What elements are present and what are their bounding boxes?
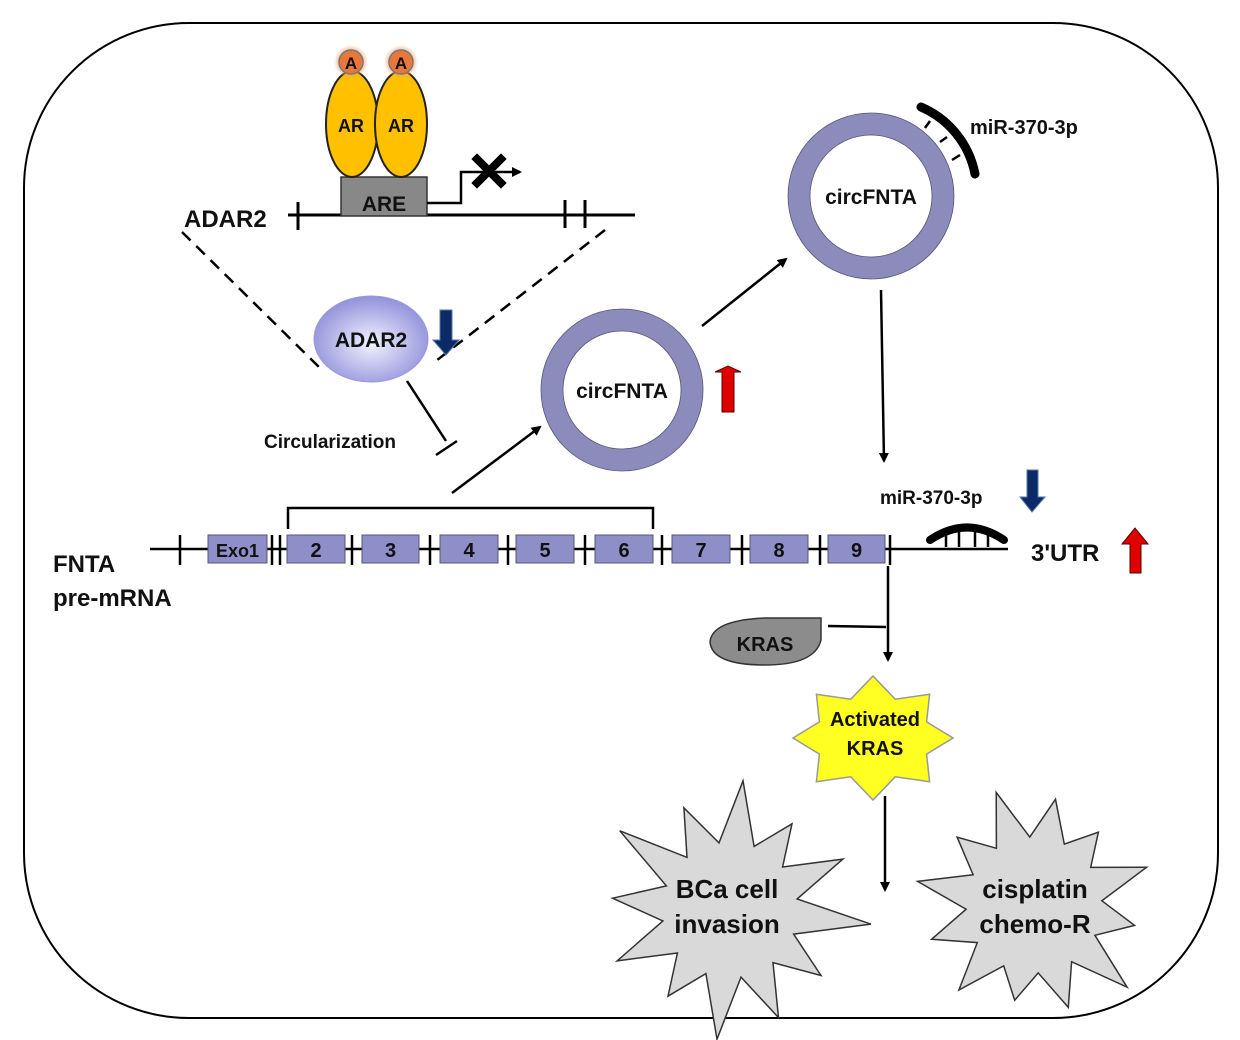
kras-label: KRAS (737, 634, 794, 656)
mir-sponge-label: miR-370-3p (970, 117, 1078, 139)
exon-5 (515, 534, 575, 564)
cell-boundary (23, 22, 1219, 1019)
fnta-pre-mrna: FNTA pre-mRNA Exo1 2 3 4 5 6 7 8 9 3'UTR (53, 506, 1099, 612)
ar-dimer: AR AR A A (325, 45, 428, 178)
exon-2 (286, 534, 346, 564)
androgen-ligand-right (388, 49, 414, 75)
exon-3-label: 3 (385, 540, 396, 562)
ligand-left-label: A (345, 54, 357, 73)
are-element: ARE (340, 176, 428, 217)
kras-connector (827, 624, 887, 629)
circularization-inhibition: Circularization (264, 380, 458, 457)
outcome-bca-invasion: BCa cell invasion (610, 777, 872, 1040)
exon-6 (594, 534, 654, 564)
circfnta-1-label: circFNTA (576, 380, 668, 403)
exon-9 (827, 534, 886, 564)
block-x-icon (471, 153, 507, 189)
outcome2-line2: chemo-R (979, 909, 1090, 939)
adar2-protein: ADAR2 (313, 295, 429, 383)
exon-5-label: 5 (539, 540, 550, 562)
exon-3 (361, 534, 420, 564)
androgen-ligand-left (338, 49, 364, 75)
exon-1 (207, 534, 268, 564)
circularization-label: Circularization (264, 432, 396, 453)
arrow-sponge-to-utr (878, 289, 889, 463)
adar2-down-arrow-icon (431, 309, 461, 356)
circfnta-1: circFNTA (540, 308, 704, 472)
exon-4-label: 4 (463, 540, 475, 562)
activated-kras: Activated KRAS (791, 674, 955, 802)
exon-6-label: 6 (618, 540, 629, 562)
utr-up-arrow-icon (1120, 527, 1150, 574)
ligand-right-label: A (395, 54, 407, 73)
adar2-gene: ADAR2 (184, 200, 635, 233)
outcome-cisplatin-chemoresistance: cisplatin chemo-R (915, 790, 1149, 1010)
mir-down-arrow-icon (1018, 469, 1047, 513)
outcome2-line1: cisplatin (982, 874, 1087, 904)
circfnta-up-arrow-icon (714, 365, 742, 413)
pre-mrna-label-line2: pre-mRNA (53, 585, 172, 612)
kras: KRAS (709, 617, 822, 666)
exon-4 (439, 534, 499, 564)
outcome1-line2: invasion (674, 909, 779, 939)
ar-left-label: AR (338, 116, 364, 136)
arrow-circ-to-sponge (701, 257, 788, 327)
exon-9-label: 9 (851, 540, 862, 562)
arrow-premrna-to-circ (451, 425, 542, 494)
zoom-dashed-lines (181, 229, 606, 371)
activated-kras-line1: Activated (830, 709, 920, 731)
blocked-transcription-arrow (427, 153, 522, 205)
exon-1-label: Exo1 (216, 541, 259, 561)
pre-mrna-label-line1: FNTA (53, 551, 115, 578)
exon-2-label: 2 (310, 540, 321, 562)
ar-right-label: AR (388, 116, 414, 136)
adar2-gene-label: ADAR2 (184, 206, 267, 233)
circfnta-2-label: circFNTA (825, 186, 917, 209)
activated-kras-line2: KRAS (847, 738, 904, 760)
are-label: ARE (362, 193, 406, 216)
mir-utr-binding-icon (926, 523, 1008, 547)
outcome1-line1: BCa cell (676, 874, 779, 904)
exon-8 (749, 534, 809, 564)
mir-370-3p-bound-icon (916, 102, 980, 179)
circfnta-2: circFNTA (787, 112, 955, 280)
exon-8-label: 8 (773, 540, 784, 562)
mir-utr-label: miR-370-3p (880, 488, 982, 509)
circularized-exon-bracket (286, 506, 655, 529)
adar2-protein-label: ADAR2 (335, 329, 407, 352)
exon-7-label: 7 (695, 540, 706, 562)
utr-label: 3'UTR (1031, 540, 1099, 567)
exon-7 (671, 534, 731, 564)
